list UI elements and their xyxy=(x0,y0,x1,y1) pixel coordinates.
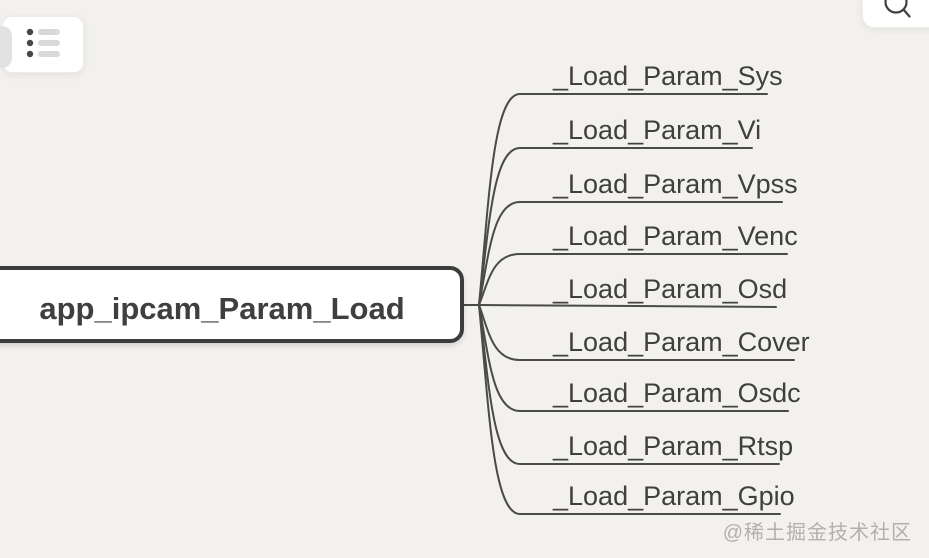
child-node-label[interactable]: _Load_Param_Osd xyxy=(552,274,787,304)
branch-connector xyxy=(478,304,781,515)
branch-connector xyxy=(478,201,783,306)
watermark: @稀土掘金技术社区 xyxy=(722,522,912,544)
branch-connector xyxy=(478,147,753,306)
child-node-label[interactable]: _Load_Param_Rtsp xyxy=(552,431,793,461)
bulleted-list-icon xyxy=(26,28,60,57)
child-node-label[interactable]: _Load_Param_Osdc xyxy=(552,378,801,408)
root-node-box[interactable] xyxy=(0,266,464,343)
branch-connector xyxy=(478,253,788,306)
root-node[interactable]: app_ipcam_Param_Load xyxy=(0,266,464,343)
children-layer: _Load_Param_Sys _Load_Param_Vi _Load_Param… xyxy=(552,61,810,511)
child-node-label[interactable]: _Load_Param_Gpio xyxy=(552,481,795,511)
child-node-label[interactable]: _Load_Param_Sys xyxy=(552,61,783,91)
root-node-label[interactable]: app_ipcam_Param_Load xyxy=(39,291,404,326)
collapsed-panel-handle[interactable] xyxy=(0,26,12,68)
search-icon xyxy=(884,0,911,18)
child-node-label[interactable]: _Load_Param_Vpss xyxy=(552,169,798,199)
branch-connector xyxy=(478,304,789,412)
outline-list-button[interactable] xyxy=(2,16,84,73)
connector-layer xyxy=(462,93,795,515)
branch-connector xyxy=(478,93,768,306)
search-button[interactable] xyxy=(862,0,929,28)
child-node-label[interactable]: _Load_Param_Venc xyxy=(552,221,798,251)
branch-connector xyxy=(478,304,777,308)
child-node-label[interactable]: _Load_Param_Vi xyxy=(552,115,761,145)
child-node-label[interactable]: _Load_Param_Cover xyxy=(552,327,810,357)
branch-connector xyxy=(478,304,795,361)
